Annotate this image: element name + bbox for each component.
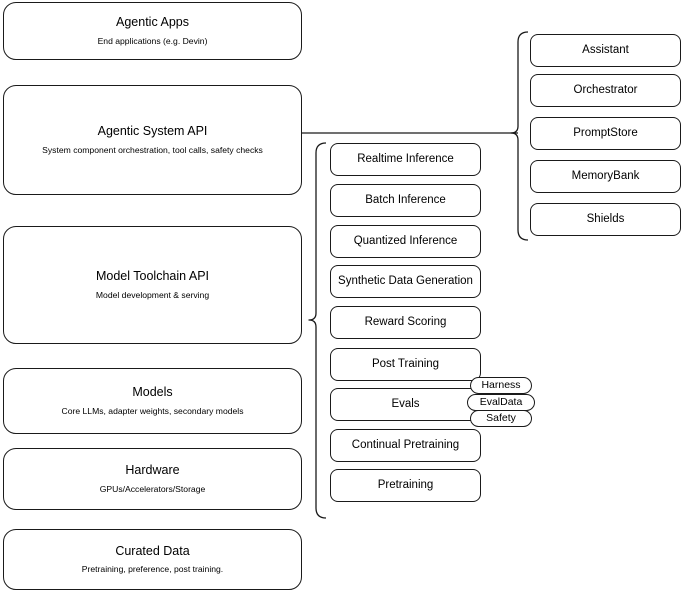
item-label: Synthetic Data Generation — [338, 275, 473, 288]
item-label: Batch Inference — [365, 194, 446, 207]
item-label: Assistant — [582, 44, 629, 57]
item-label: Continual Pretraining — [351, 439, 460, 452]
toolchain-item-pretraining[interactable]: Pretraining — [330, 469, 481, 502]
layer-subtitle: End applications (e.g. Devin) — [97, 35, 208, 46]
layer-title: Model Toolchain API — [95, 269, 210, 284]
layer-title: Curated Data — [115, 543, 190, 558]
tag-label: Safety — [486, 411, 516, 424]
eval-tag-safety[interactable]: Safety — [470, 410, 532, 427]
layer-agentic-system-api[interactable]: Agentic System API System component orch… — [3, 85, 302, 195]
layer-subtitle: GPUs/Accelerators/Storage — [99, 483, 206, 494]
right-bracket — [510, 31, 529, 241]
layer-title: Hardware — [125, 463, 180, 478]
layer-subtitle: System component orchestration, tool cal… — [42, 144, 263, 155]
toolchain-item-continual-pretraining[interactable]: Continual Pretraining — [330, 429, 481, 462]
tag-label: EvalData — [479, 395, 523, 408]
tag-label: Harness — [481, 378, 521, 391]
layer-curated-data[interactable]: Curated Data Pretraining, preference, po… — [3, 529, 302, 590]
item-label: Pretraining — [377, 479, 434, 492]
layer-subtitle: Core LLMs, adapter weights, secondary mo… — [61, 405, 244, 416]
layer-hardware[interactable]: Hardware GPUs/Accelerators/Storage — [3, 448, 302, 510]
item-label: Orchestrator — [573, 84, 638, 97]
item-label: Reward Scoring — [364, 316, 447, 329]
system-item-assistant[interactable]: Assistant — [530, 34, 681, 67]
item-label: Realtime Inference — [357, 153, 454, 166]
system-item-orchestrator[interactable]: Orchestrator — [530, 74, 681, 107]
layer-title: Agentic System API — [97, 124, 208, 139]
item-label: Quantized Inference — [353, 235, 458, 248]
system-item-memorybank[interactable]: MemoryBank — [530, 160, 681, 193]
layer-subtitle: Model development & serving — [95, 289, 210, 300]
layer-title: Models — [132, 385, 173, 400]
toolchain-item-reward-scoring[interactable]: Reward Scoring — [330, 306, 481, 339]
item-label: Post Training — [371, 358, 440, 371]
eval-tag-harness[interactable]: Harness — [470, 377, 532, 394]
system-item-promptstore[interactable]: PromptStore — [530, 117, 681, 150]
layer-model-toolchain-api[interactable]: Model Toolchain API Model development & … — [3, 226, 302, 344]
toolchain-item-batch-inference[interactable]: Batch Inference — [330, 184, 481, 217]
toolchain-item-quantized-inference[interactable]: Quantized Inference — [330, 225, 481, 258]
toolchain-item-evals[interactable]: Evals — [330, 388, 481, 421]
eval-tag-evaldata[interactable]: EvalData — [467, 394, 535, 411]
item-label: Evals — [391, 398, 420, 411]
toolchain-item-realtime-inference[interactable]: Realtime Inference — [330, 143, 481, 176]
item-label: Shields — [586, 213, 625, 226]
item-label: MemoryBank — [571, 170, 640, 183]
toolchain-item-synthetic-data-generation[interactable]: Synthetic Data Generation — [330, 265, 481, 298]
system-item-shields[interactable]: Shields — [530, 203, 681, 236]
layer-subtitle: Pretraining, preference, post training. — [81, 564, 224, 575]
layer-models[interactable]: Models Core LLMs, adapter weights, secon… — [3, 368, 302, 434]
item-label: PromptStore — [573, 127, 638, 140]
middle-bracket — [308, 142, 327, 519]
toolchain-item-post-training[interactable]: Post Training — [330, 348, 481, 381]
layer-title: Agentic Apps — [116, 15, 189, 30]
layer-agentic-apps[interactable]: Agentic Apps End applications (e.g. Devi… — [3, 2, 302, 60]
